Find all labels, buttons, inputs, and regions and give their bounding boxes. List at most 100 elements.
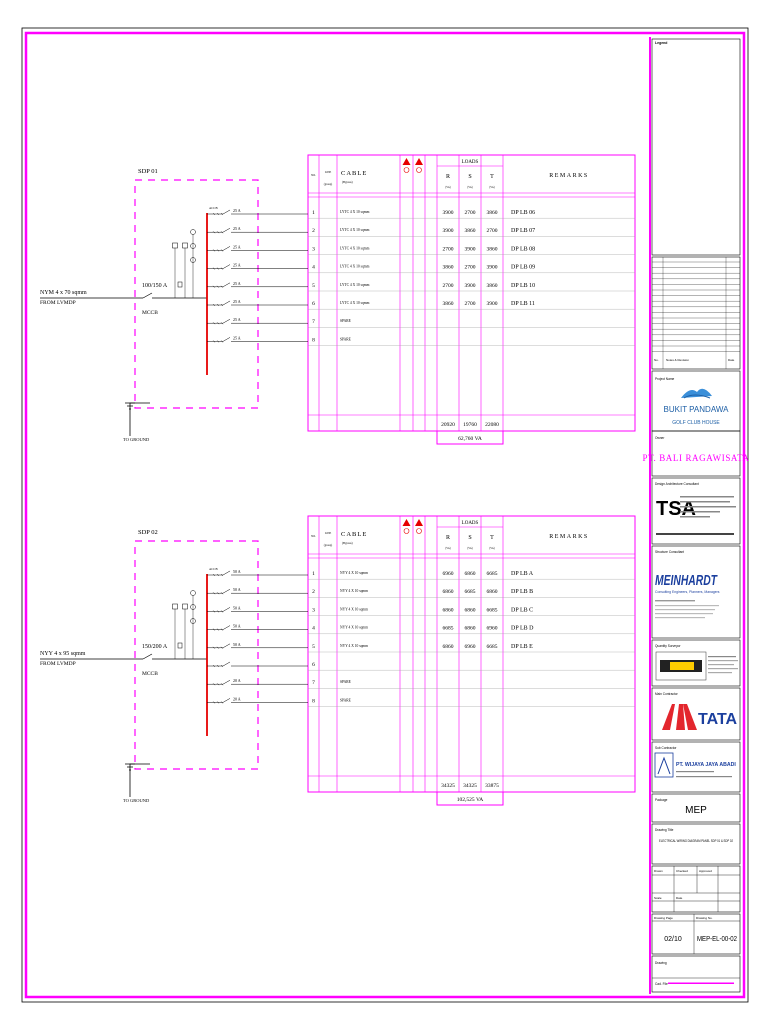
header-phase-unit: (VA) [445,547,450,550]
row-remarks: DP LB A [511,571,534,577]
row-load-r: 3900 [443,228,454,234]
row-load-t: 6860 [487,589,498,595]
branch-breaker-icon [222,264,231,269]
busbar-label: ACCB [209,567,218,571]
row-load-t: 6685 [487,607,498,613]
owner-label: Owner [655,436,665,440]
phase-marker-icon [212,267,224,270]
cad-file-path [668,982,734,984]
header-phase: T [490,535,494,541]
header-phase: T [490,174,494,180]
row-cable: NYY 4 X 10 sqmm [340,571,368,575]
total-load-s: 34325 [463,783,477,789]
date-label: Date [676,896,683,900]
branch-breaker-icon [222,246,231,251]
quantity-surveyor-address [708,656,738,674]
phase-marker-icon [212,212,224,216]
fuse-icon [177,642,183,649]
total-va: 102,525 VA [457,797,483,803]
row-no: 2 [312,589,315,595]
panel-enclosure [134,179,259,409]
sheet-inner-border [24,31,746,999]
revision-notes-label: Notes & Revision [666,358,689,362]
panel-enclosure [134,540,259,770]
phase-marker-icon [212,285,224,288]
load-schedule-table [307,515,636,793]
header-loads: LOADS [462,160,479,165]
row-cable: LYTC 4 X 10 sqmm [340,246,370,250]
row-no: 5 [312,283,315,289]
structure-consultant-sub: Consulting Engineers, Planners, Managers [655,590,720,594]
phase-marker-icon [212,610,224,613]
main-contractor-logo: TATA [698,711,738,728]
phase-marker-icon [212,683,224,686]
load-schedule-table [307,154,636,432]
branch-breaker-icon [222,625,231,630]
row-load-t: 6685 [487,571,498,577]
revision-date-label: Date [728,358,735,362]
main-breaker-rating: 100/150 A [142,283,168,289]
feeder-cable: NYY 4 x 95 sqmm [40,651,86,657]
package-name: MEP [685,805,707,816]
row-load-t: 3900 [487,301,498,307]
drawing-page: 02/10 [664,936,682,943]
design-consultant-address [656,496,736,535]
tata-logo-icon [662,704,697,730]
branch-rating: 50 A [233,605,241,610]
total-load-s: 19760 [463,422,477,428]
row-remarks: DP LB E [511,644,533,650]
total-va-box [436,791,504,806]
drawing-page-label: Drawing Page [654,916,673,920]
branch-rating: 25 A [233,244,241,249]
design-consultant-logo: TSA [656,498,696,520]
row-load-t: 3860 [487,246,498,252]
row-remarks: DP LB C [511,607,533,613]
header-line-sub: (group) [324,544,332,547]
row-load-s: 6860 [465,571,476,577]
branch-rating: 20 A [233,696,241,701]
structure-consultant-label: Structure Consultant [655,550,684,554]
protection-symbol-icon [416,167,422,173]
indicator-lamp-icon [182,242,188,249]
row-no: 2 [312,228,315,234]
branch-rating: 25 A [233,226,241,231]
row-load-r: 6960 [443,571,454,577]
warning-triangle-icon [402,519,411,526]
row-cable: SPARE [340,337,352,341]
drawing-title: ELECTRICAL WIRING DIAGRAM PANEL SDP 01 &… [659,839,733,843]
header-phase-unit: (VA) [445,186,450,189]
row-load-s: 6860 [465,626,476,632]
branch-breaker-icon [222,698,231,703]
row-remarks: DP LB 07 [511,228,535,234]
row-cable: NYY 4 X 10 sqmm [340,589,368,593]
row-load-r: 3900 [443,210,454,216]
total-va: 62,760 VA [458,436,482,442]
row-load-r: 3860 [443,301,454,307]
row-load-s: 6860 [465,607,476,613]
row-load-r: 6860 [443,607,454,613]
row-no: 3 [312,246,315,252]
branch-breaker-icon [222,679,231,685]
sub-contractor-label: Sub Contractor [655,746,677,750]
branch-rating: 20 A [233,678,241,683]
header-phase-unit: (VA) [489,547,494,550]
header-loads: LOADS [462,521,479,526]
row-load-s: 3860 [465,228,476,234]
row-load-s: 2700 [465,301,476,307]
warning-triangle-icon [415,519,423,526]
title-block: Legend No. Notes & Revision Date Project… [642,38,749,993]
branch-breaker-icon [222,661,231,667]
branch-rating: 50 A [233,624,241,629]
structure-consultant-address [655,600,719,619]
header-cable: CABLE [341,170,367,177]
sheet-outer-border [21,27,749,1003]
warning-triangle-icon [415,158,423,165]
header-phase-unit: (VA) [489,186,494,189]
scale-label: Scale [654,896,662,900]
main-breaker-type: MCCB [142,310,158,316]
phase-marker-icon [212,664,224,668]
ground-symbol-icon [125,402,135,410]
